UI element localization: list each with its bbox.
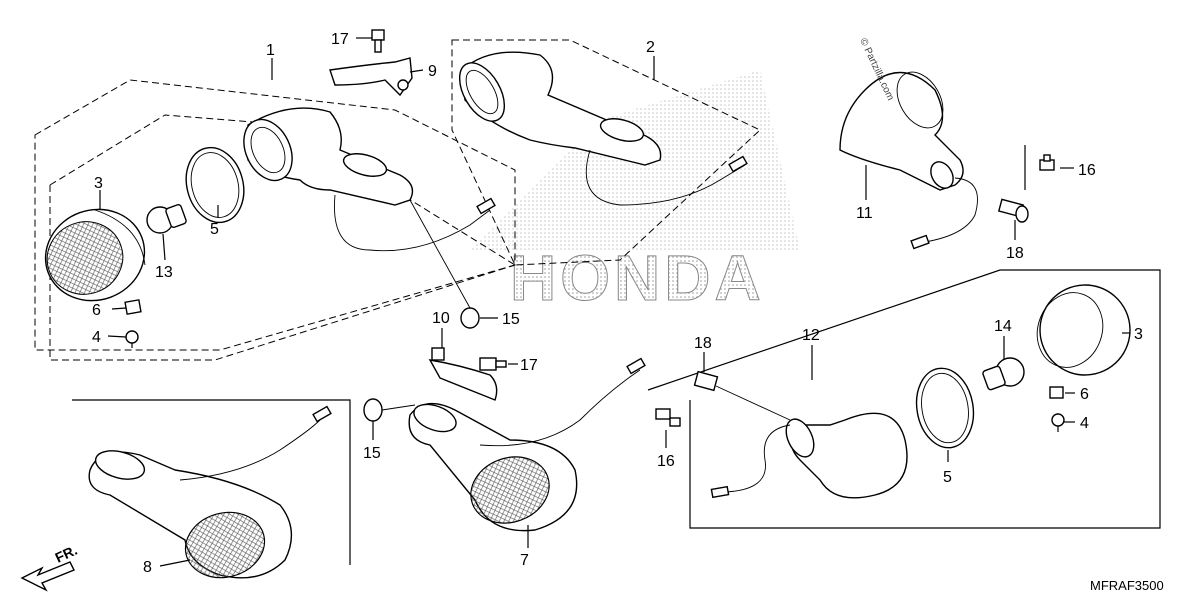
bolt-18-top (997, 198, 1029, 223)
callout-18-bottom: 18 (694, 335, 712, 352)
bolt-17-bottom (479, 357, 507, 371)
callout-17-bottom: 17 (520, 357, 538, 374)
callout-2: 2 (646, 39, 655, 56)
assembly-box-1 (34, 79, 516, 351)
callout-labels: 1 2 3 3 4 4 5 5 6 6 7 8 9 10 11 12 13 14… (92, 31, 1143, 576)
rear-right-upper-housing (839, 71, 978, 250)
front-direction-label: FR. (53, 542, 80, 566)
callout-3-right: 3 (1134, 326, 1143, 343)
callout-3-left: 3 (94, 175, 103, 192)
callout-15-bottom: 15 (363, 445, 381, 462)
bracket-10 (428, 347, 498, 401)
callout-18-top: 18 (1006, 245, 1024, 262)
honda-logo-text: HONDA (510, 242, 765, 314)
front-right-turn-signal-housing (458, 51, 748, 206)
bulb-13 (146, 204, 187, 234)
callout-15-top: 15 (502, 311, 520, 328)
callout-13: 13 (155, 264, 173, 281)
callout-5-right: 5 (943, 469, 952, 486)
bracket-9 (329, 57, 413, 97)
front-direction-arrow-icon: FR. (20, 542, 80, 592)
bolt-16-bottom (655, 408, 681, 427)
callout-6-left: 6 (92, 302, 101, 319)
callout-5-left: 5 (210, 221, 219, 238)
callout-16-top: 16 (1078, 162, 1096, 179)
front-left-lens (44, 208, 146, 302)
bulb-14 (982, 357, 1025, 391)
front-left-turn-signal-housing (243, 107, 496, 252)
bolt-17-top (371, 29, 385, 53)
nut-6-left (124, 299, 142, 315)
gasket-ring-5-right (915, 367, 975, 449)
callout-6-right: 6 (1080, 386, 1089, 403)
callout-7: 7 (520, 552, 529, 569)
rear-center-housing (408, 357, 646, 532)
callout-9: 9 (428, 63, 437, 80)
rear-right-lower-housing (710, 412, 908, 499)
rear-left-housing (88, 405, 332, 579)
callout-1: 1 (266, 42, 275, 59)
nut-6-right (1049, 386, 1064, 399)
bolt-16-top (1039, 154, 1055, 171)
screw-4-right (1051, 413, 1065, 432)
grommet-15-top (409, 199, 480, 329)
callout-12: 12 (802, 327, 820, 344)
assembly-box-2 (451, 39, 761, 266)
callout-16-bottom: 16 (657, 453, 675, 470)
diagram-code: MFRAF3500 (1090, 578, 1164, 593)
bolt-18-bottom (693, 370, 791, 421)
rear-right-lens (1036, 284, 1131, 376)
callout-14: 14 (994, 318, 1012, 335)
callout-10: 10 (432, 310, 450, 327)
callout-17-top: 17 (331, 31, 349, 48)
callout-4-right: 4 (1080, 415, 1089, 432)
callout-4-left: 4 (92, 329, 101, 346)
grommet-15-bottom (363, 398, 416, 422)
assembly-box-1-inner (49, 114, 516, 266)
callout-8: 8 (143, 559, 152, 576)
frame-rear-right (647, 269, 1161, 529)
leader-lines (99, 37, 1130, 567)
frame-rear-left (72, 399, 351, 565)
gasket-ring-5-left (185, 146, 245, 224)
callout-11: 11 (856, 205, 873, 222)
screw-4-left (125, 330, 139, 348)
